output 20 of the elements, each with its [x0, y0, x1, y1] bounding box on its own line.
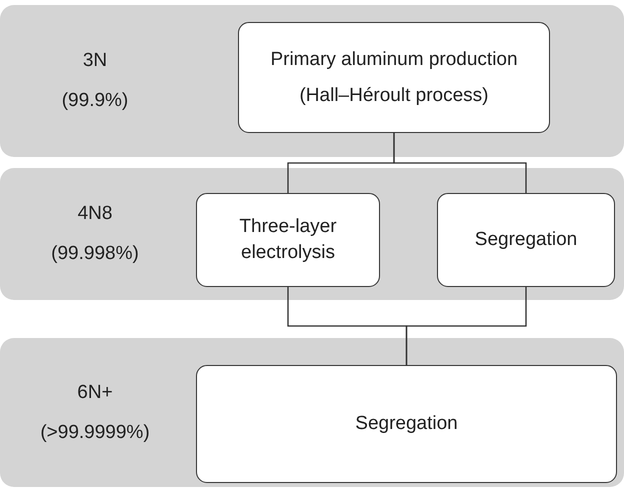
process-box — [196, 365, 617, 483]
purity-value: (99.9%) — [62, 89, 128, 113]
connector-line — [406, 287, 527, 365]
process-text: (Hall–Héroult process) — [299, 84, 488, 108]
purity-band — [0, 5, 624, 157]
purity-grade: 4N8 — [78, 202, 112, 226]
purity-value: (99.998%) — [51, 242, 139, 266]
process-text: Segregation — [474, 228, 578, 252]
purity-value: (>99.9999%) — [40, 420, 150, 444]
process-box — [238, 22, 550, 133]
purity-grade: 6N+ — [77, 380, 113, 405]
process-box — [196, 193, 380, 287]
connector-line — [393, 133, 527, 193]
purity-grade: 3N — [82, 49, 108, 74]
process-text: Three-layer electrolysis — [238, 215, 338, 265]
purity-band — [0, 168, 624, 300]
process-box — [437, 193, 615, 287]
process-text: Segregation — [355, 412, 458, 436]
purity-band — [0, 338, 624, 487]
process-text: Primary aluminum production — [270, 48, 518, 72]
